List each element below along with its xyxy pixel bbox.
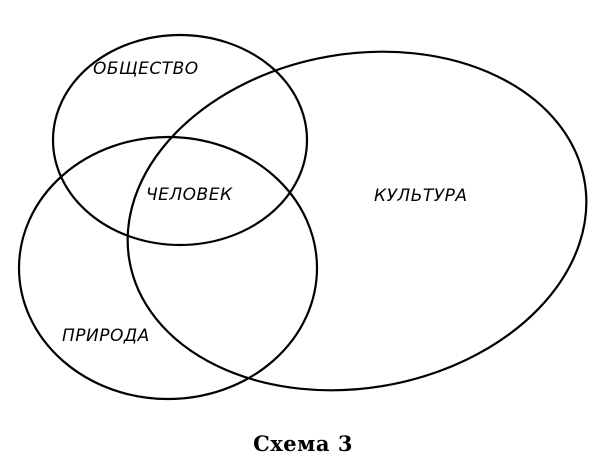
- diagram-caption: Схема 3: [253, 431, 353, 456]
- society-circle: [51, 33, 309, 247]
- society-label: ОБЩЕСТВО: [93, 59, 199, 79]
- nature-circle: [17, 135, 319, 401]
- culture-ellipse: [126, 50, 588, 392]
- human-label: ЧЕЛОВЕК: [146, 185, 233, 205]
- culture-label: КУЛЬТУРА: [374, 186, 468, 206]
- nature-label: ПРИРОДА: [62, 326, 150, 346]
